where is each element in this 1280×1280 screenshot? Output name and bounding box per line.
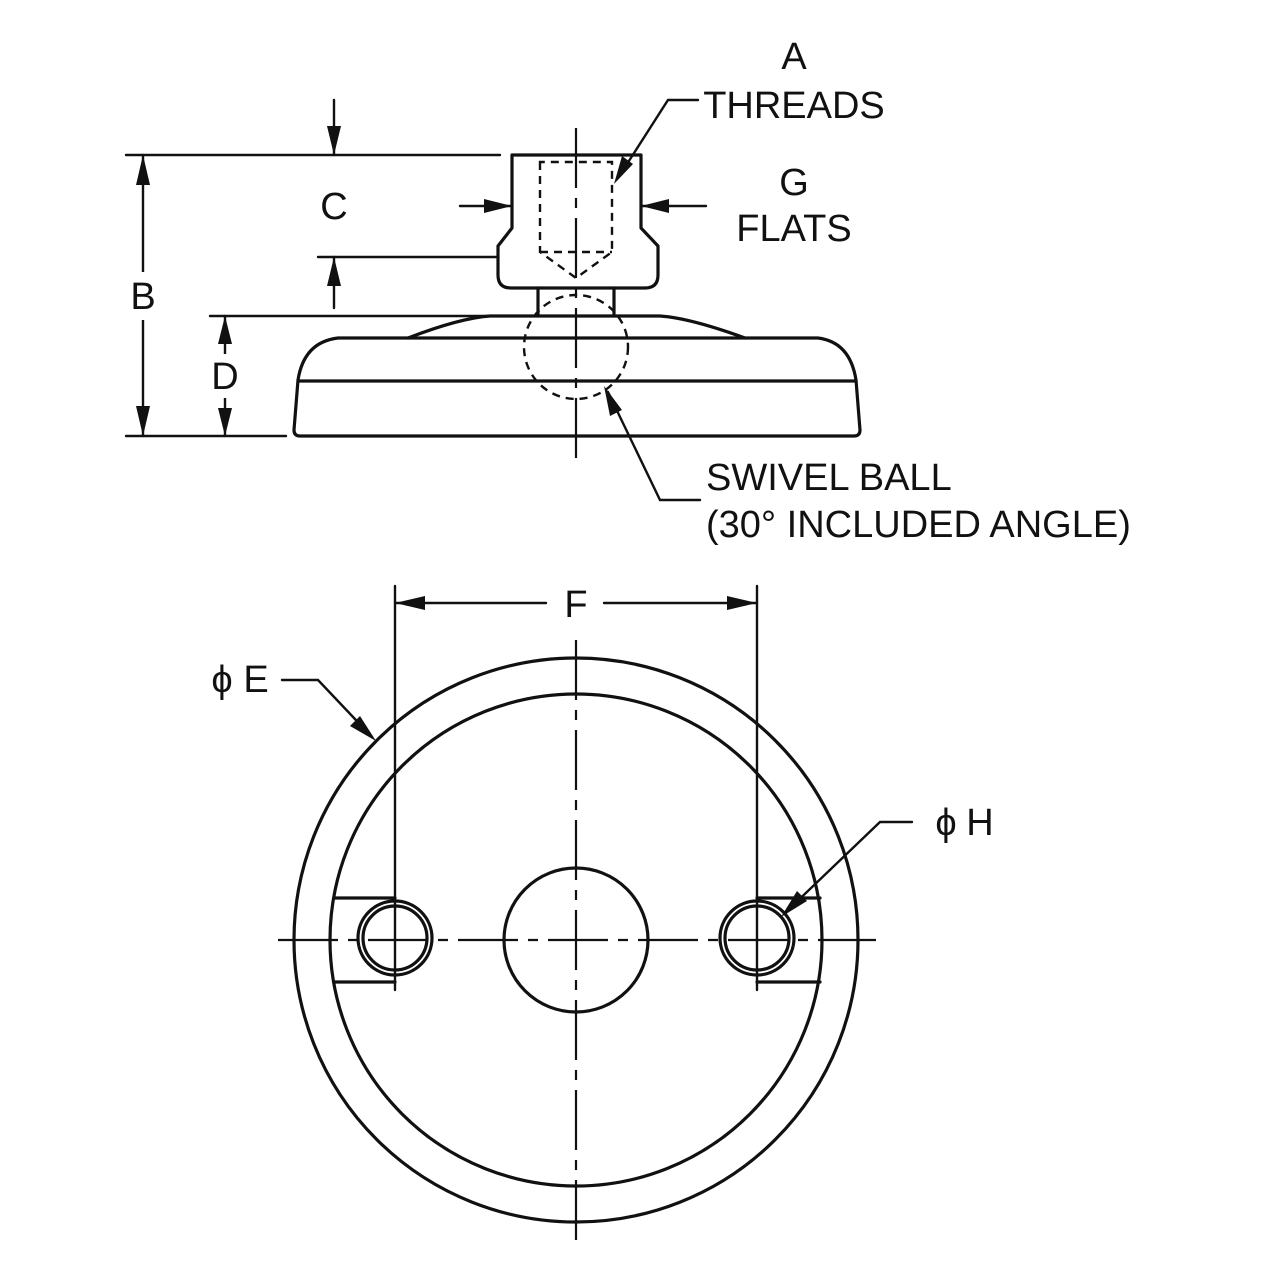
dim-d-gap <box>204 354 248 398</box>
threads-word-label: THREADS <box>703 85 885 127</box>
diameter-e-arrow <box>350 716 376 741</box>
dim-d-arrow-top <box>218 316 232 344</box>
dim-b-arrow-bottom <box>136 406 150 436</box>
dim-g-arrow-right <box>641 199 669 213</box>
top-view: F ϕ E ϕ H <box>211 584 994 1240</box>
swivel-ball-leader <box>606 390 702 502</box>
dim-b-arrow-top <box>136 155 150 185</box>
threads-letter-label: A <box>781 36 807 78</box>
hole-h-leader <box>784 820 914 914</box>
swivel-angle-label: (30° INCLUDED ANGLE) <box>706 504 1131 546</box>
diameter-e-leader <box>280 678 374 739</box>
dim-f-arrow-left <box>395 596 425 610</box>
dim-d-label: D <box>211 356 238 398</box>
side-view: B C D G FLATS A THREADS SWIVEL BALL (30°… <box>120 36 1131 546</box>
dim-f-arrow-right <box>727 596 757 610</box>
dim-b-label: B <box>130 276 155 318</box>
dim-c-label: C <box>320 186 347 228</box>
swivel-ball-label: SWIVEL BALL <box>706 457 952 499</box>
hole-h-arrow <box>781 891 807 917</box>
hex-stud <box>496 153 660 290</box>
dim-b-gap <box>120 272 166 320</box>
swivel-ball-hidden <box>522 293 630 401</box>
diameter-e-symbol: ϕ <box>211 659 232 701</box>
hole-h-label: H <box>966 802 993 844</box>
swivel-ball-leader-arrow <box>604 386 622 416</box>
base-body <box>292 336 862 438</box>
dim-c-arrow-top <box>327 126 341 155</box>
flats-letter-label: G <box>779 162 809 204</box>
diameter-e-label: E <box>243 659 268 701</box>
base-dome <box>406 314 747 340</box>
flats-word-label: FLATS <box>736 208 851 250</box>
threaded-bore-hidden <box>538 160 614 280</box>
dim-g-arrow-left <box>484 199 512 213</box>
hole-h-symbol: ϕ <box>935 802 956 844</box>
threads-leader-arrow <box>614 156 633 184</box>
dim-d-arrow-bottom <box>218 408 232 436</box>
dim-c-arrow-bottom <box>327 257 341 286</box>
threads-leader <box>616 98 700 180</box>
dim-f-label: F <box>564 584 587 626</box>
